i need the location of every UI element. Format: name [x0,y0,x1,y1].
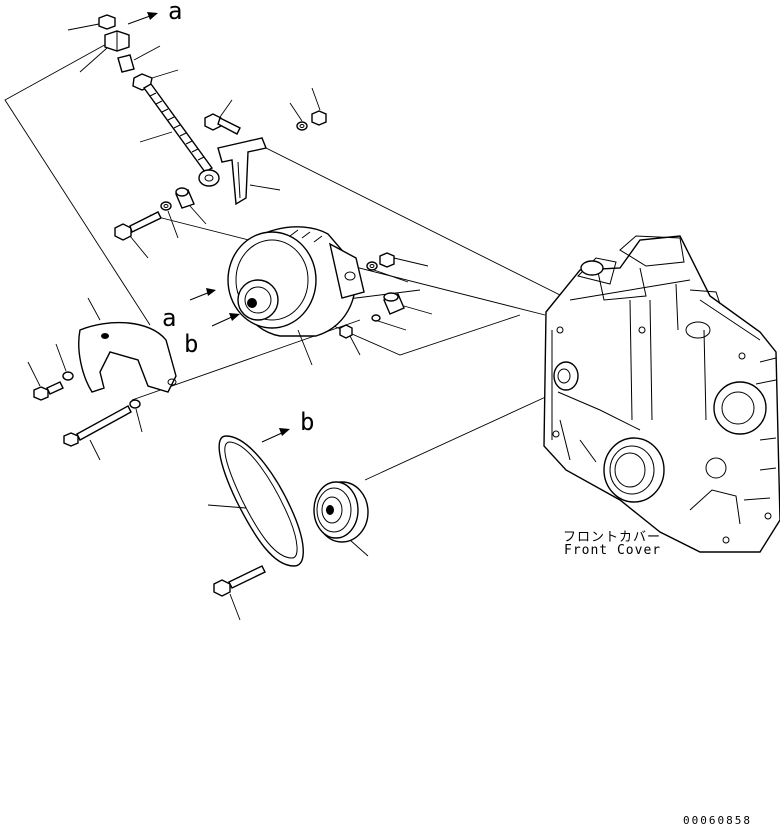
nut-icon [379,252,429,268]
washer-icon [371,314,407,331]
front-cover-label-jp: フロントカバー [563,530,662,545]
svg-text:a: a [168,0,182,25]
adjust-rod-icon [139,83,220,187]
svg-text:b: b [300,408,314,436]
locknut-icon [132,69,179,91]
washer-icon [55,343,74,381]
front-cover-label-en: Front Cover [564,543,662,558]
arrow-a-mid: a [162,288,216,332]
spacer-icon [383,292,433,315]
washer-icon [129,399,143,433]
bolt-icon [63,405,132,461]
bolt-icon [27,361,64,401]
spacer-icon [175,187,207,225]
washer-icon [160,201,179,239]
washer-icon [366,261,409,283]
front-cover-icon [543,235,780,553]
bolt-icon [114,211,162,259]
svg-text:b: b [184,330,198,358]
nut-icon [339,324,361,356]
belt-icon [207,435,304,567]
svg-text:a: a [162,304,176,332]
arrow-a-top: a [127,0,182,25]
bracket-icon [217,137,281,206]
bracket-icon [78,297,177,393]
top-nut-icon [67,14,116,31]
spacer-icon [117,45,161,73]
arrow-b-mid: b [184,313,240,358]
arrow-b-belt: b [261,408,314,443]
bolt-icon [204,99,241,135]
pulley-icon [313,481,369,557]
nut-icon [311,87,327,126]
cap-nut-icon [79,30,130,73]
alternator-icon [227,226,365,366]
washer-icon [289,102,308,131]
bolt-icon [213,565,266,621]
drawing-number: 00060858 [683,814,752,827]
